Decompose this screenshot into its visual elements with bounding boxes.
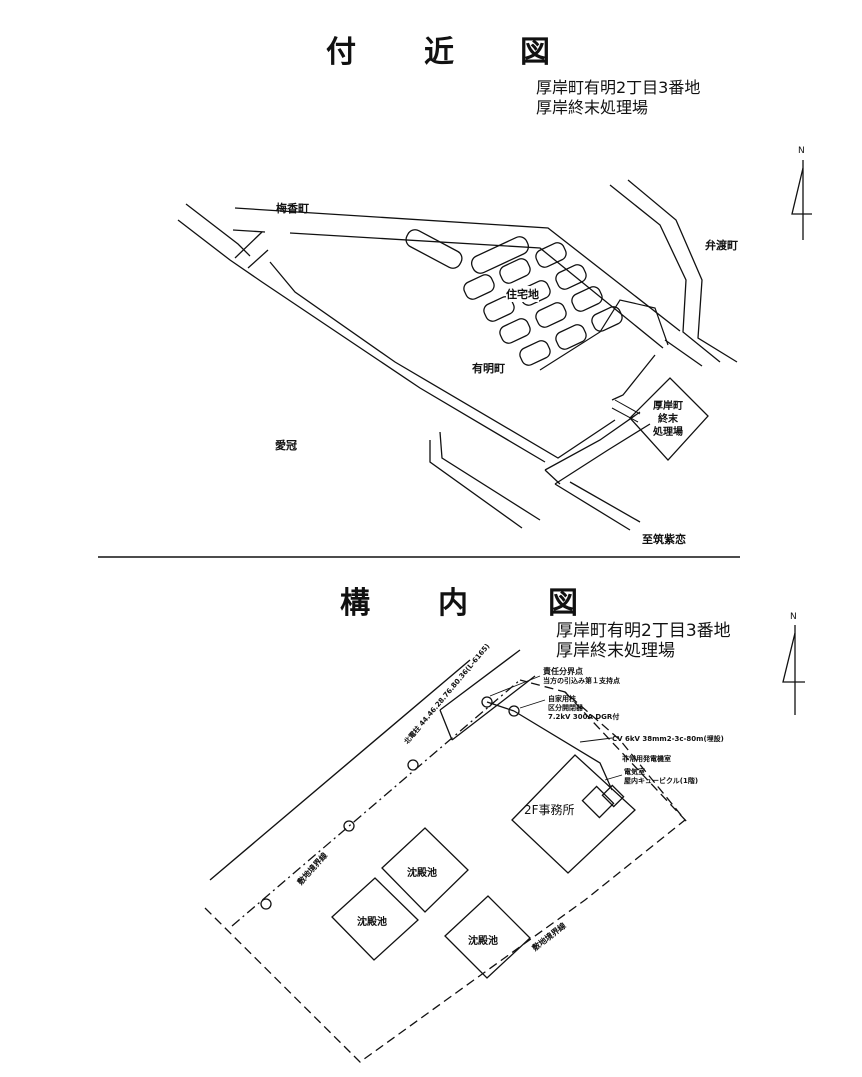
pole-circle — [407, 759, 419, 771]
label-cable: CV 6kV 38mm2-3c-80m(埋設) — [612, 735, 724, 743]
sedimentation-tank — [331, 877, 419, 961]
label-office: 2F事務所 — [524, 803, 575, 817]
label-pole-1: 自家用柱 — [548, 695, 576, 703]
pole-circle — [481, 696, 493, 708]
label-pole-2: 区分開閉器 — [548, 704, 583, 712]
plant-box — [629, 377, 709, 461]
site-title-char-2: 内 — [438, 586, 468, 621]
label-sedimentation-tank-3: 沈殿池 — [468, 936, 498, 947]
site-address: 厚岸町有明2丁目3番地 — [556, 621, 731, 641]
pole-circle — [343, 820, 355, 832]
label-toward-tsukushikoi: 至筑紫恋 — [642, 533, 686, 546]
road-edge — [289, 232, 664, 349]
label-cubicle: 屋内キュービクル(1階) — [624, 777, 699, 785]
sedimentation-tank — [444, 895, 531, 979]
label-responsibility-point: 責任分界点 — [543, 667, 583, 676]
site-facility: 厚岸終末処理場 — [556, 641, 675, 661]
vicinity-title-char-3: 図 — [520, 35, 550, 70]
label-sedimentation-tank-1: 沈殿池 — [407, 868, 437, 879]
office-building — [511, 754, 636, 874]
label-benten: 弁渡町 — [705, 239, 738, 252]
label-ariake: 有明町 — [472, 362, 505, 375]
vicinity-title-char-1: 付 — [326, 35, 356, 70]
label-aikappu: 愛冠 — [275, 439, 297, 452]
vicinity-title-char-2: 近 — [424, 35, 454, 70]
vicinity-north-label: N — [798, 146, 805, 156]
label-umeka: 梅香町 — [276, 202, 309, 215]
site-title-char-1: 構 — [340, 586, 370, 621]
plant-label-line2: 終末 — [658, 414, 678, 425]
site-north-label: N — [790, 612, 797, 622]
pole-circle — [508, 705, 520, 717]
plant-label: 厚岸町 終末 処理場 — [646, 400, 690, 439]
sedimentation-tank — [381, 827, 469, 913]
label-generator-room: 非常用発電機室 — [622, 755, 671, 763]
label-electric-room: 電気室 — [624, 768, 645, 776]
road-edge — [269, 261, 616, 459]
label-sedimentation-tank-2: 沈殿池 — [357, 917, 387, 928]
label-residential: 住宅地 — [506, 286, 539, 302]
label-pole-3: 7.2kV 300A DGR付 — [548, 713, 620, 721]
road-edge — [232, 229, 266, 233]
road-edge — [234, 207, 681, 332]
pole-circle — [260, 898, 272, 910]
road-edge — [185, 203, 251, 257]
vicinity-facility: 厚岸終末処理場 — [536, 98, 649, 117]
plant-label-line1: 厚岸町 — [653, 401, 683, 412]
label-responsibility-point-sub: 当方の引込み第１支持点 — [543, 677, 620, 685]
vicinity-address: 厚岸町有明2丁目3番地 — [536, 78, 701, 97]
plant-label-line3: 処理場 — [653, 427, 683, 438]
site-title-char-3: 図 — [548, 586, 578, 621]
road-edge — [177, 219, 546, 463]
